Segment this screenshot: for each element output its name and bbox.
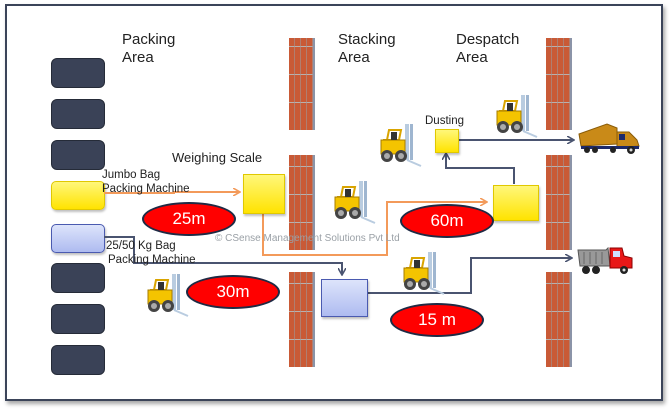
brick-wall bbox=[546, 155, 572, 250]
despatch-area-title: Despatch Area bbox=[456, 31, 519, 67]
forklift-icon bbox=[403, 252, 445, 295]
despatch-area-line2: Area bbox=[456, 49, 488, 66]
packing-machine bbox=[51, 99, 105, 129]
jumbo-bag-line1: Jumbo Bag bbox=[102, 169, 161, 181]
distance-25m: 25m bbox=[142, 202, 236, 236]
packing-machine bbox=[51, 304, 105, 334]
forklift-icon bbox=[380, 124, 422, 167]
packing-machine bbox=[51, 263, 105, 293]
jumbo-to-scale-arrow bbox=[104, 192, 240, 193]
despatch-box bbox=[493, 185, 539, 221]
stacking-area-title: Stacking Area bbox=[338, 31, 396, 67]
kg-bag-line2: Packing Machine bbox=[108, 254, 196, 266]
forklift-icon bbox=[334, 181, 376, 224]
dusting-label: Dusting bbox=[425, 115, 464, 127]
distance-15m: 15 m bbox=[390, 303, 484, 337]
kg-bag-packing-machine bbox=[51, 224, 105, 253]
forklift-icon bbox=[496, 95, 538, 138]
forklift-icon bbox=[147, 274, 189, 317]
packing-machine bbox=[51, 58, 105, 88]
despatch-area-line1: Despatch bbox=[456, 31, 520, 48]
dump-truck-icon bbox=[577, 246, 633, 274]
packing-machine bbox=[51, 345, 105, 375]
weighing-scale-label: Weighing Scale bbox=[172, 150, 263, 165]
jumbo-bag-packing-machine bbox=[51, 181, 105, 210]
brick-wall bbox=[289, 272, 315, 367]
packing-area-line1: Packing bbox=[122, 31, 176, 48]
stacking-area-line1: Stacking bbox=[338, 31, 396, 48]
bag-to-stacking-arrow bbox=[104, 236, 342, 275]
jumbo-bag-line2: Packing Machine bbox=[102, 183, 190, 195]
stacking-box bbox=[321, 279, 368, 317]
brick-wall bbox=[289, 155, 315, 250]
stacking-area-line2: Area bbox=[338, 49, 370, 66]
weighing-scale-box bbox=[243, 174, 285, 214]
brick-wall bbox=[546, 272, 572, 367]
distance-30m: 30m bbox=[186, 275, 280, 309]
distance-60m: 60m bbox=[400, 204, 494, 238]
brick-wall bbox=[289, 38, 315, 130]
watermark: © CSense Management Solutions Pvt Ltd bbox=[215, 233, 400, 244]
stacking-to-dump-truck-arrow bbox=[368, 258, 572, 294]
container-truck-icon bbox=[578, 123, 640, 154]
packing-machine bbox=[51, 140, 105, 170]
despatch-to-dusting-arrow bbox=[446, 153, 515, 184]
packing-area-line2: Area bbox=[122, 49, 154, 66]
scale-to-despatch-arrow bbox=[262, 202, 487, 256]
packing-area-title: Packing Area bbox=[122, 31, 175, 67]
kg-bag-label: 25/50 Kg Bag Packing Machine bbox=[106, 239, 196, 267]
brick-wall bbox=[546, 38, 572, 130]
kg-bag-line1: 25/50 Kg Bag bbox=[106, 240, 176, 252]
jumbo-bag-label: Jumbo Bag Packing Machine bbox=[102, 168, 190, 196]
dusting-box bbox=[435, 129, 459, 153]
